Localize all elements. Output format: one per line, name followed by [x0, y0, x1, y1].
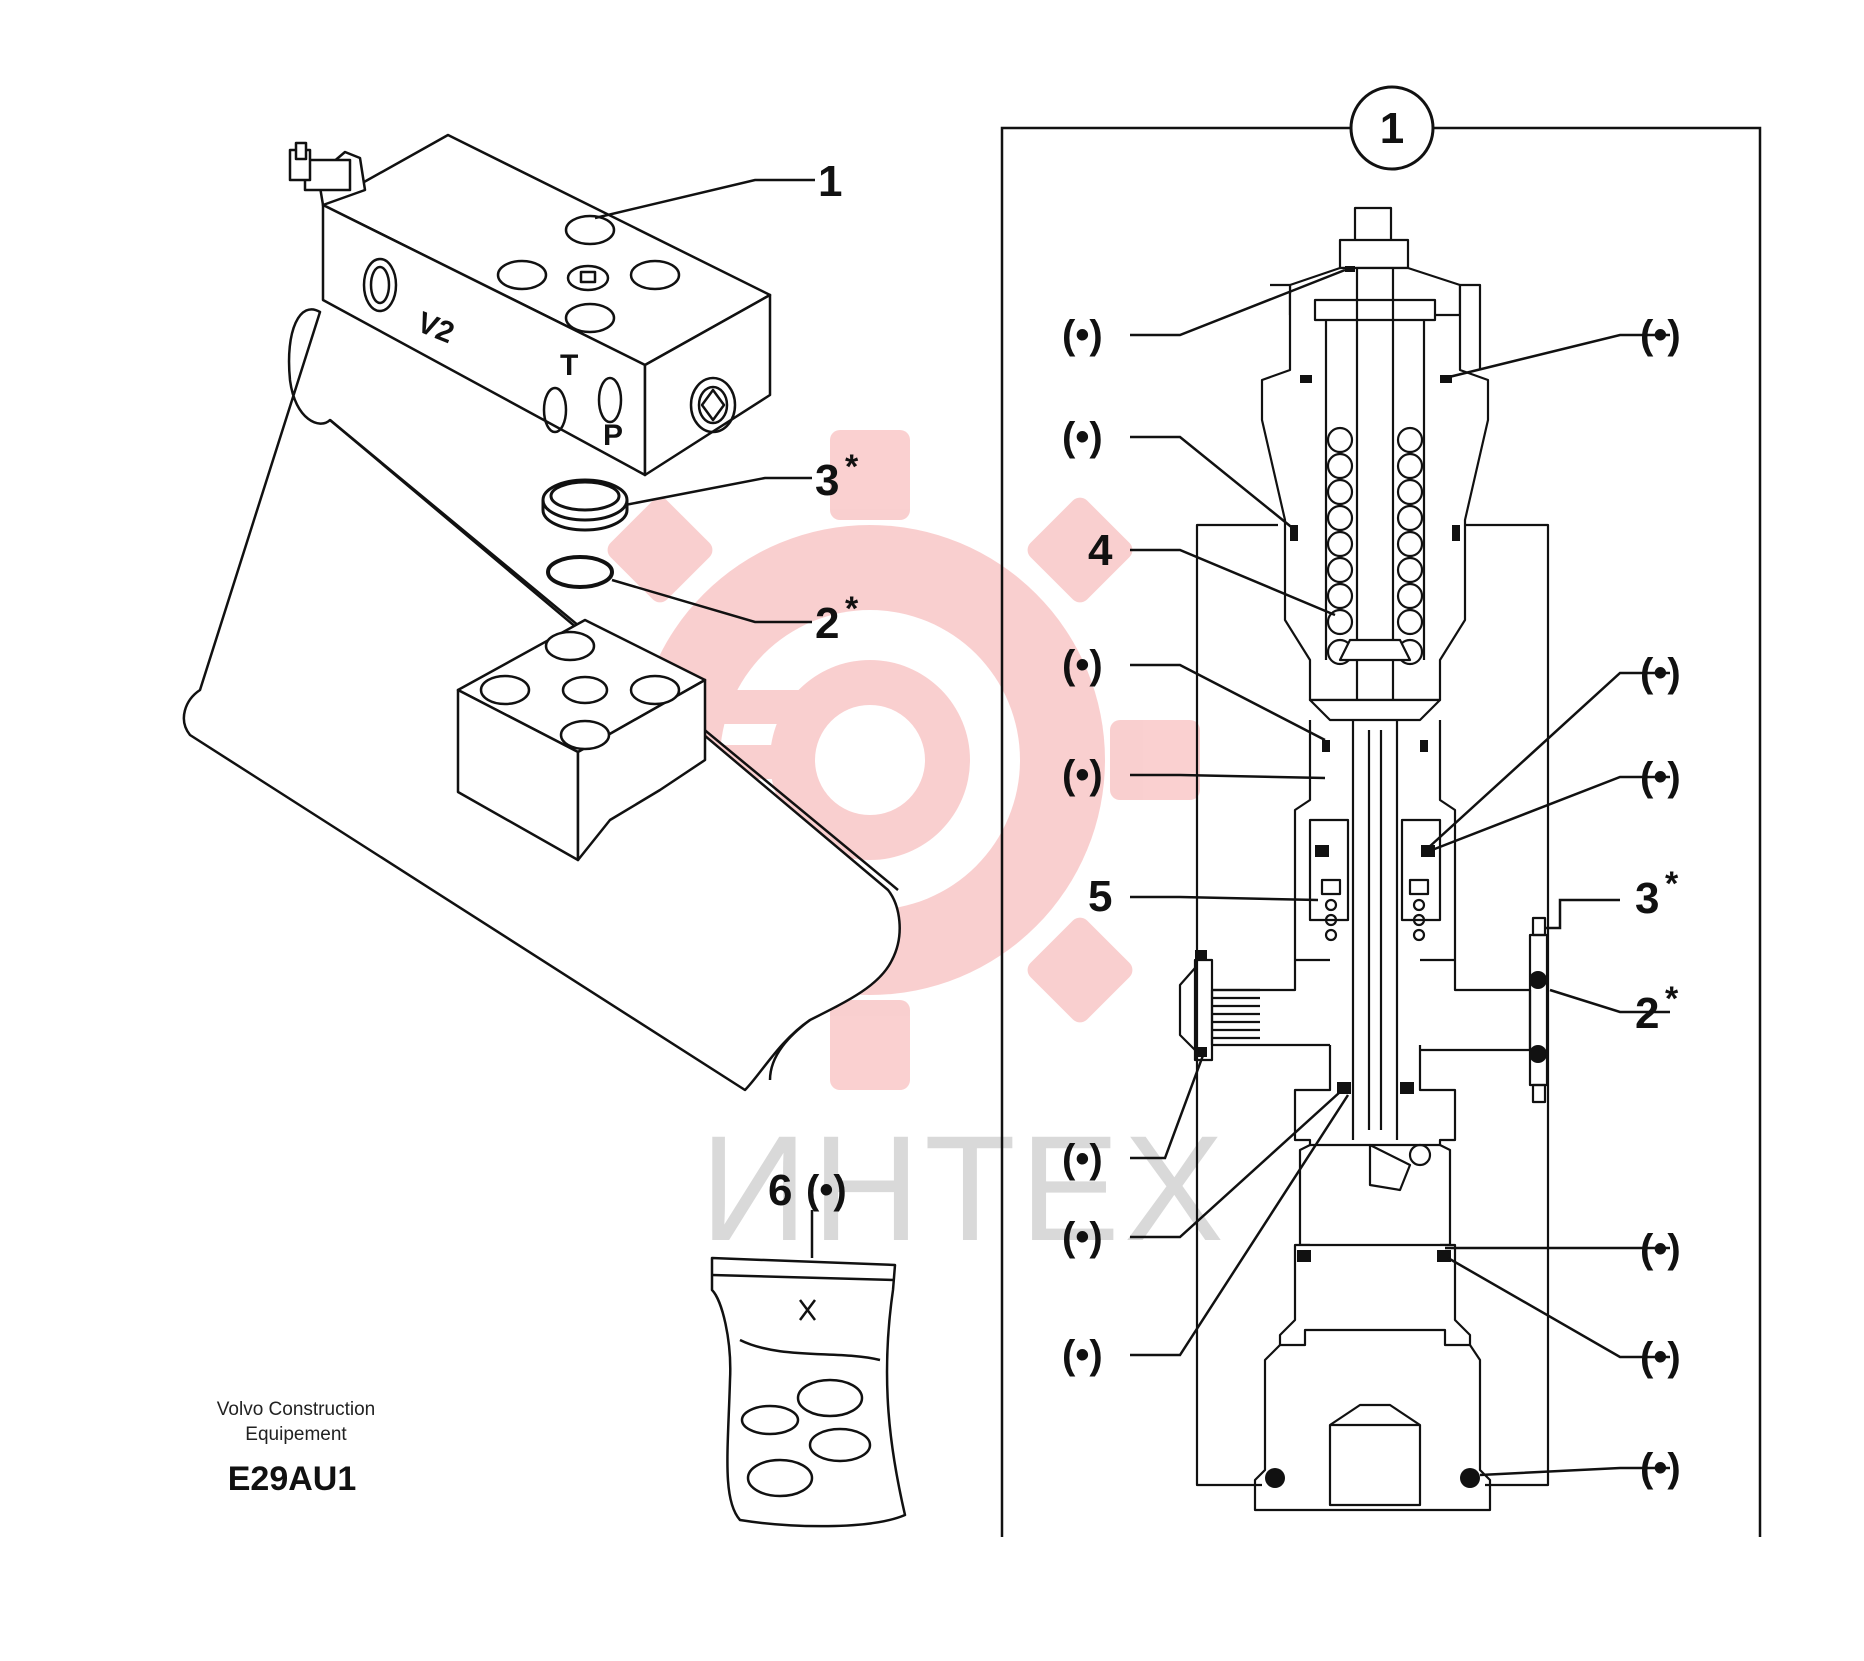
leader-2	[611, 578, 812, 624]
seal-label-upper-left: (•)	[1062, 415, 1103, 459]
label-section-part-3: 3	[1635, 874, 1659, 923]
seal-label-top-left: (•)	[1062, 313, 1103, 357]
seal-kit-bag	[710, 1256, 907, 1528]
watermark-text: ИНТЕХ	[700, 1104, 1228, 1272]
o-ring-2	[546, 555, 614, 589]
seal-label-lower-right-2: (•)	[1640, 1335, 1681, 1379]
seal-label-mid-left-1: (•)	[1062, 643, 1103, 687]
label-part-6-mark: (•)	[806, 1168, 847, 1212]
leader-1	[594, 178, 815, 220]
seal-label-mid-left-2: (•)	[1062, 753, 1103, 797]
label-part-6: 6	[768, 1166, 792, 1215]
section-badge	[1349, 85, 1435, 171]
credit-line-1: Volvo Construction	[217, 1399, 375, 1420]
label-part-5: 5	[1088, 872, 1112, 921]
poppet-5	[1320, 878, 1430, 942]
port-label-t: T	[560, 349, 578, 382]
seal-label-top-right: (•)	[1640, 313, 1681, 357]
section-leaders	[1130, 268, 1670, 1477]
label-section-part-2: 2	[1635, 989, 1659, 1038]
valve-block	[288, 133, 772, 477]
seal-label-mid-right-1: (•)	[1640, 651, 1681, 695]
label-part-3-mark: *	[845, 448, 859, 486]
seal-markers	[1195, 266, 1547, 1488]
port-label-p: P	[603, 419, 623, 452]
leader-3	[624, 476, 812, 507]
section-labels: (•) (•) (•) 4 (•) (•) 5 (•) (•) 3 * 2 * …	[1062, 313, 1681, 1490]
section-badge-label: 1	[1380, 104, 1404, 153]
section-frame	[1000, 126, 1762, 1537]
label-part-1: 1	[818, 157, 842, 206]
label-section-part-3-mark: *	[1665, 865, 1679, 903]
backup-ring-3	[541, 478, 629, 532]
seal-label-lower-left-3: (•)	[1062, 1333, 1103, 1377]
seal-label-lower-left-2: (•)	[1062, 1215, 1103, 1259]
mounting-pad	[456, 618, 707, 862]
valve-cross-section	[1178, 206, 1550, 1512]
label-part-4: 4	[1088, 526, 1113, 575]
label-part-2-mark: *	[845, 590, 859, 628]
label-part-3: 3	[815, 456, 839, 505]
seal-label-lower-right-1: (•)	[1640, 1227, 1681, 1271]
label-section-part-2-mark: *	[1665, 980, 1679, 1018]
seal-label-lower-left-1: (•)	[1062, 1137, 1103, 1181]
seal-label-bottom-right: (•)	[1640, 1446, 1681, 1490]
seal-label-mid-right-2: (•)	[1640, 755, 1681, 799]
drawing-code: E29AU1	[228, 1460, 357, 1498]
credit-line-2: Equipement	[245, 1424, 347, 1445]
label-part-2: 2	[815, 599, 839, 648]
